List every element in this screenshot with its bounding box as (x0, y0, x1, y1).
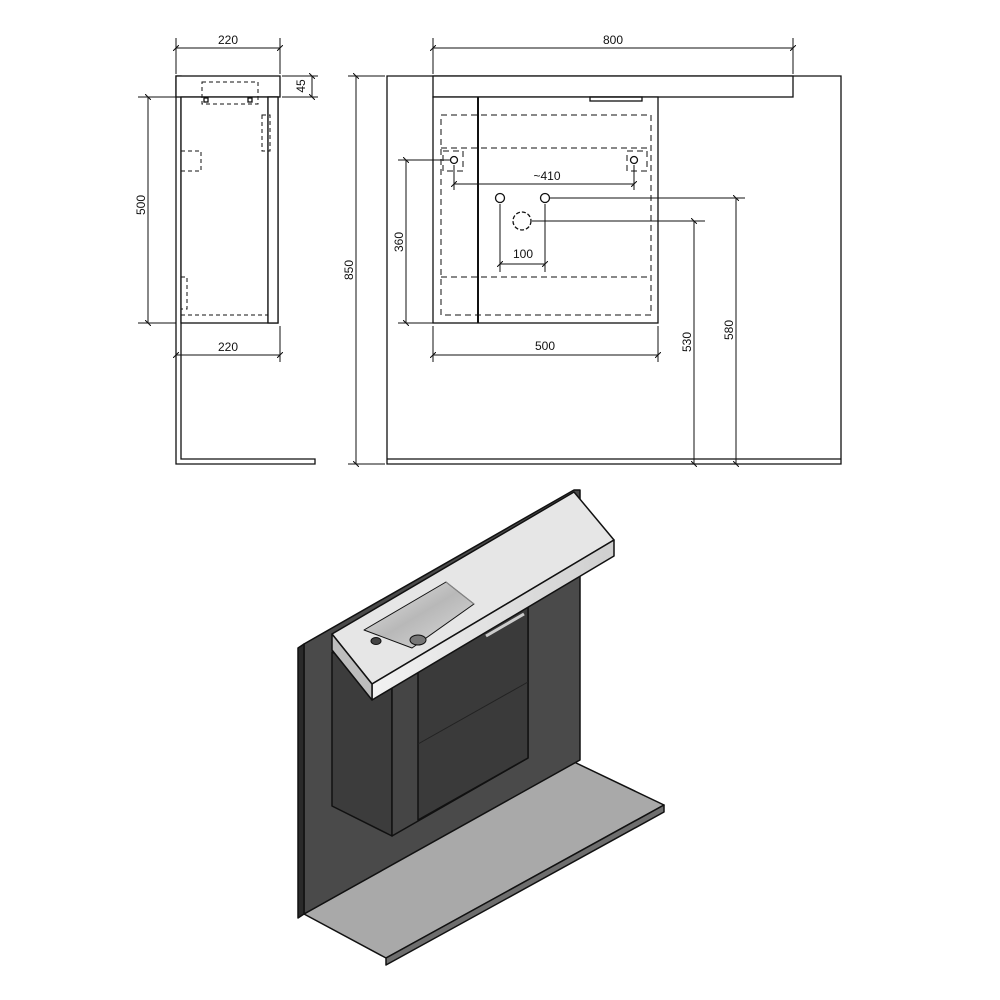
iso-basin-ledge (445, 581, 475, 605)
iso-tap-hole (370, 637, 382, 645)
side-hidden-hinge-top (261, 114, 271, 152)
side-dimensions (138, 38, 318, 362)
dim-fixing-height: 360 (392, 232, 406, 252)
dim-side-top-width: 220 (218, 33, 238, 47)
fixing-hole-left (449, 155, 459, 165)
waste-outlet (512, 211, 532, 231)
dim-tap-spacing: ~410 (533, 169, 560, 183)
side-cabinet-body (180, 96, 279, 324)
dim-cabinet-width: 500 (535, 339, 555, 353)
dim-side-height: 500 (134, 195, 148, 215)
dim-total-height: 850 (342, 260, 356, 280)
side-small-mark (203, 97, 209, 103)
front-handle (589, 96, 643, 102)
side-small-mark-2 (247, 97, 253, 103)
side-hidden-bracket (180, 150, 202, 172)
dim-waste-height: 530 (680, 332, 694, 352)
iso-floor-edge (385, 804, 665, 966)
side-top-slab (175, 75, 281, 98)
front-top-slab (432, 75, 794, 98)
front-hidden-carcass (440, 114, 652, 316)
front-view (386, 75, 842, 465)
iso-basin-drain (409, 634, 427, 646)
iso-door-handle (485, 612, 525, 638)
fixing-hole-right (629, 155, 639, 165)
iso-door-seam (417, 681, 529, 745)
side-hidden-hinge-bottom (180, 276, 188, 310)
dim-front-top-width: 800 (603, 33, 623, 47)
iso-countertop-side (331, 633, 373, 701)
iso-wall-edge (297, 643, 305, 919)
side-hidden-basin (201, 81, 259, 105)
water-inlet-hot (539, 192, 551, 204)
front-hidden-bracket-right (626, 150, 648, 172)
side-view (175, 75, 316, 465)
dim-side-bottom-width: 220 (218, 340, 238, 354)
isometric-view (297, 489, 665, 966)
front-hidden-bracket-left (442, 150, 464, 172)
water-inlet-cold (494, 192, 506, 204)
dim-waste-spacing: 100 (513, 247, 533, 261)
dim-tap-height: 580 (722, 320, 736, 340)
dim-side-top-thickness: 45 (294, 79, 308, 93)
front-dimensions (348, 38, 793, 464)
side-door (267, 96, 279, 324)
